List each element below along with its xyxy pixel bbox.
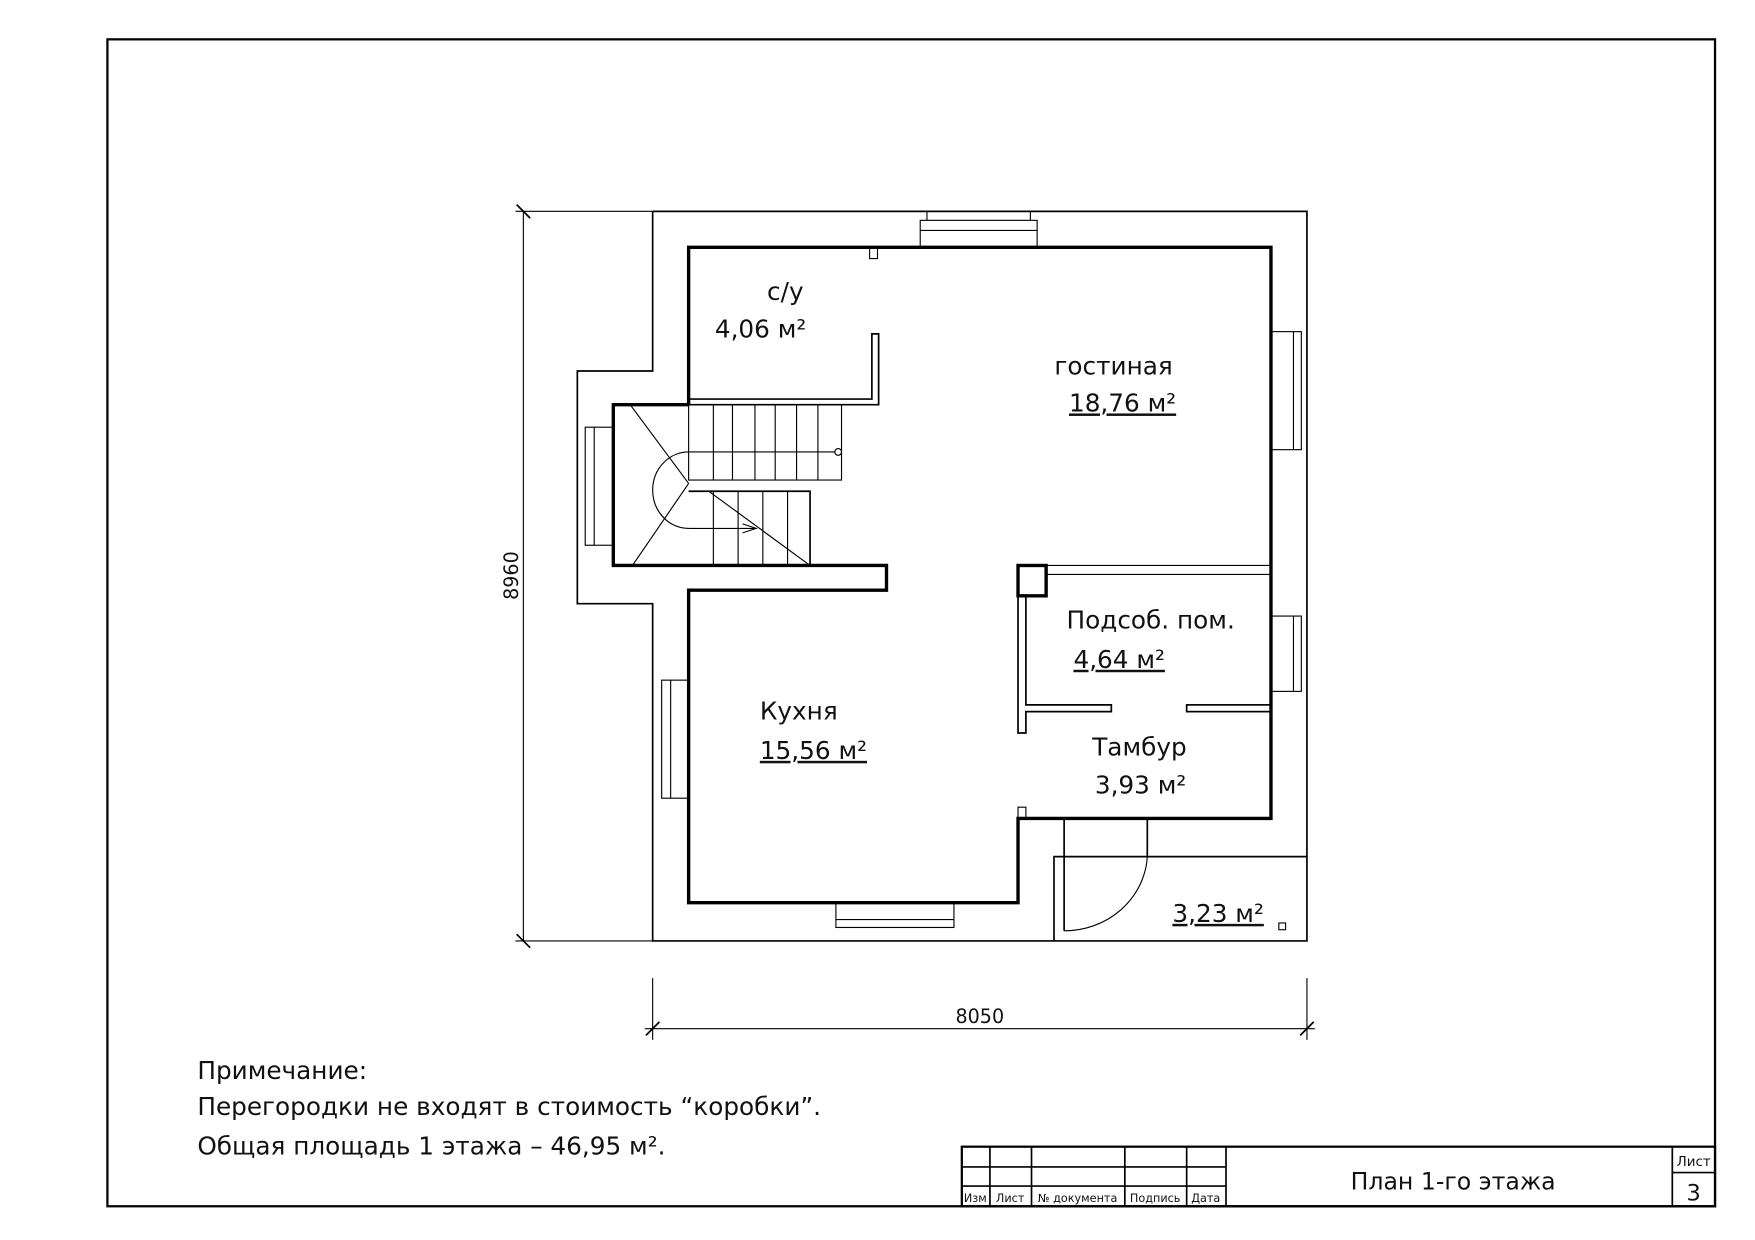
room-area: 3,93 м² [1095,771,1186,800]
dimension-lines: 8960 8050 [500,204,1315,1040]
drawing-title: План 1-го этажа [1351,1167,1556,1195]
room-name: с/у [767,277,804,306]
room-name: гостиная [1054,351,1172,380]
bathroom-partition [688,333,880,406]
notes-line: Перегородки не входят в стоимость “короб… [197,1092,821,1121]
staircase [629,404,843,566]
title-block-column: Подпись [1130,1192,1181,1205]
notes: Примечание: Перегородки не входят в стои… [197,1056,821,1160]
room-name: Подсоб. пом. [1067,605,1235,634]
dimension-height: 8960 [500,551,523,600]
sheet-label: Лист [1677,1154,1711,1170]
room-area: 3,23 м² [1172,899,1263,928]
room-labels: с/у 4,06 м² гостиная 18,76 м² Подсоб. по… [715,277,1264,928]
porch [1053,818,1307,941]
title-block-column: Лист [996,1192,1025,1205]
utility-room-partitions [1016,563,1272,819]
room-area: 15,56 м² [760,736,867,765]
title-block: Изм Лист № документа Подпись Дата План 1… [960,1145,1717,1208]
inner-walls [611,245,1273,905]
notes-line: Общая площадь 1 этажа – 46,95 м². [197,1132,665,1161]
room-name: Тамбур [1091,732,1186,761]
title-block-column: Дата [1191,1192,1220,1205]
room-area: 4,64 м² [1073,645,1164,674]
windows [584,211,1302,929]
sheet-frame [106,38,1717,1208]
title-block-column: № документа [1038,1192,1118,1205]
dimension-width: 8050 [955,1005,1004,1028]
notes-title: Примечание: [197,1056,367,1085]
room-name: Кухня [760,696,838,725]
title-block-column: Изм [964,1192,987,1205]
sheet-number: 3 [1687,1181,1701,1207]
room-area: 18,76 м² [1069,388,1176,417]
outer-walls [576,210,1308,942]
room-area: 4,06 м² [715,314,806,343]
